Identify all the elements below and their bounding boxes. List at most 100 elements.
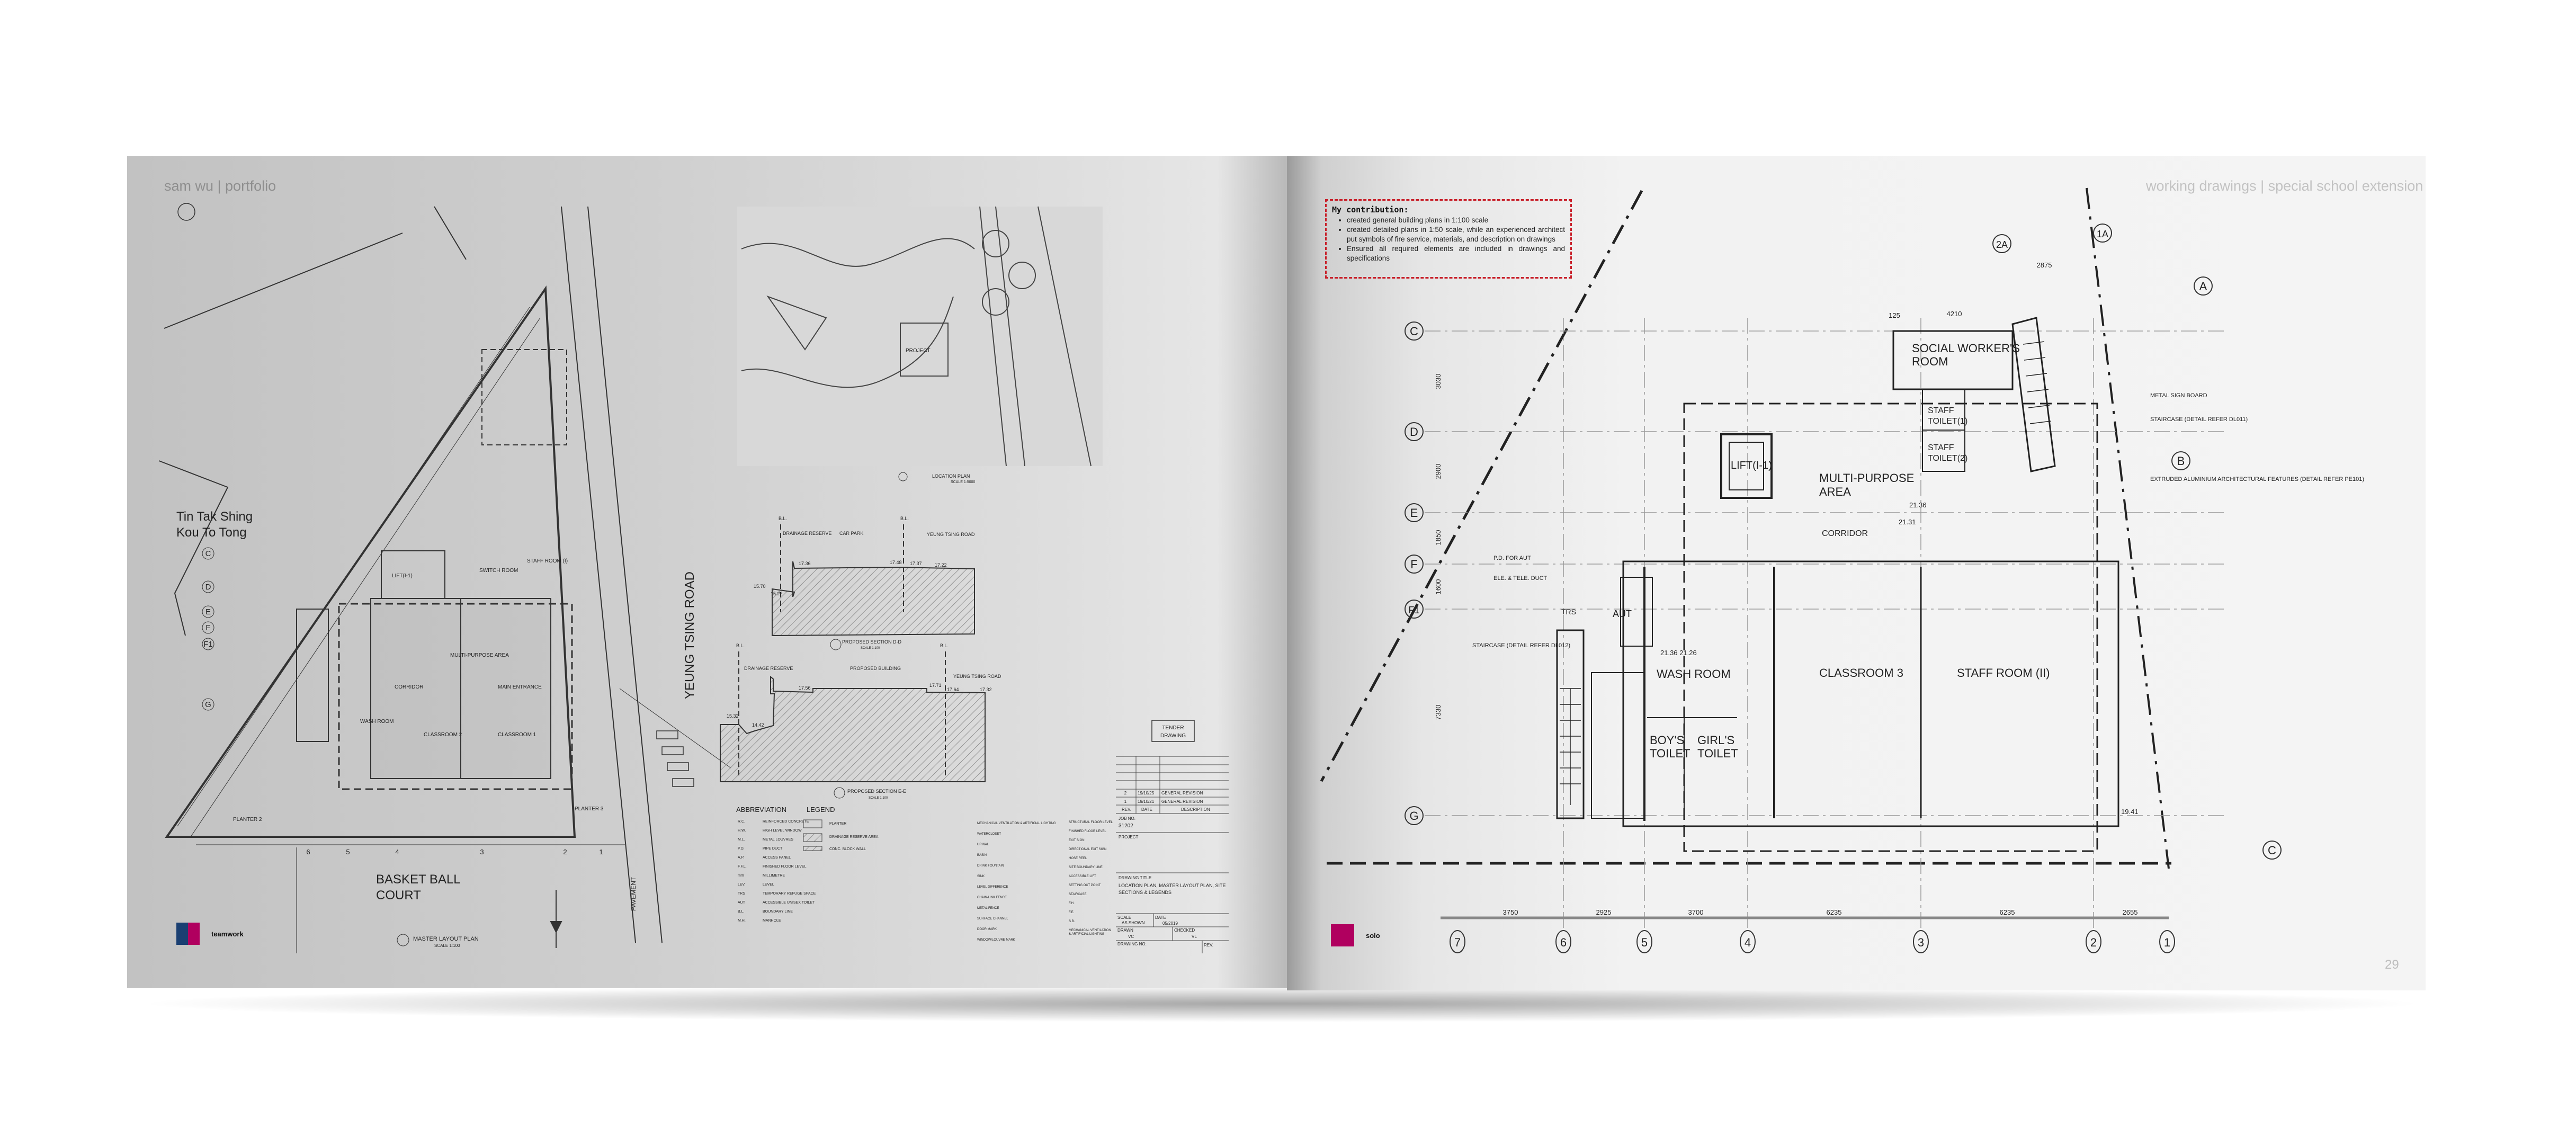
note-label: P.D. FOR AUT bbox=[1493, 555, 1531, 561]
section-label: B.L. bbox=[940, 643, 949, 648]
location-plan: PROJECT LOCATION PLAN SCALE 1:5000 bbox=[737, 206, 1103, 484]
level-label: 21.36 21.26 bbox=[1660, 649, 1697, 657]
section-title: PROPOSED SECTION E-E bbox=[847, 789, 906, 794]
legend-text: TEMPORARY REFUGE SPACE bbox=[763, 892, 816, 896]
rev-label: REV. bbox=[1204, 943, 1213, 948]
room-label: WASH ROOM bbox=[360, 719, 394, 725]
grid-col-label: 2A bbox=[1996, 239, 2008, 250]
section-label: B.L. bbox=[900, 516, 909, 521]
section-label: DRAINAGE RESERVE bbox=[744, 666, 793, 671]
project-label: PROJECT bbox=[1119, 835, 1138, 839]
grid-label: E bbox=[205, 607, 211, 616]
section-scale: SCALE 1:100 bbox=[861, 647, 880, 650]
room-label: TOILET bbox=[1697, 747, 1738, 760]
room-label: TOILET bbox=[1650, 747, 1690, 760]
legend-text: SITE BOUNDARY LINE bbox=[1069, 866, 1103, 869]
legend-text: AUT bbox=[738, 901, 746, 905]
project-marker-label: PROJECT bbox=[906, 348, 931, 354]
legend-text: DIRECTIONAL EXIT SIGN bbox=[1069, 848, 1107, 851]
legend-text: BOUNDARY LINE bbox=[763, 910, 793, 914]
legend-text: F.F.L. bbox=[738, 865, 747, 869]
dimension-label: 2875 bbox=[2037, 261, 2052, 269]
legend-text: PIPE DUCT bbox=[763, 847, 783, 851]
dimension-label: 3700 bbox=[1688, 908, 1704, 916]
level-label: 14.42 bbox=[752, 722, 764, 728]
grid-col-label: 7 bbox=[1454, 936, 1461, 949]
teamwork-tag: teamwork bbox=[176, 923, 244, 945]
pavement-label: PAVEMENT bbox=[630, 877, 637, 911]
checked-value: VL bbox=[1192, 934, 1197, 939]
neighbour-label: Kou To Tong bbox=[176, 525, 247, 540]
grid-row-label: C bbox=[2268, 844, 2276, 857]
legend-text: LEVEL bbox=[763, 883, 774, 887]
grid-label: 3 bbox=[480, 848, 484, 856]
room-label: TOILET(2) bbox=[1928, 454, 1967, 463]
legend-text: P.D. bbox=[738, 847, 745, 851]
room-label: TRS bbox=[1561, 607, 1576, 616]
room-label: LIFT(I-1) bbox=[1731, 460, 1772, 471]
rev-date: 19/10/25 bbox=[1138, 791, 1155, 796]
grid-label: C bbox=[205, 549, 211, 558]
dimension-label: 1600 bbox=[1434, 579, 1442, 595]
rev-header: REV. bbox=[1122, 807, 1131, 812]
dimension-label: 125 bbox=[1889, 311, 1900, 319]
room-label: MULTI-PURPOSE AREA bbox=[450, 653, 509, 658]
teamwork-swatch bbox=[176, 923, 200, 945]
legend-text: SETTING OUT POINT bbox=[1069, 884, 1101, 887]
section-label: YEUNG TSING ROAD bbox=[953, 674, 1001, 679]
legend-text: ACCESS PANEL bbox=[763, 856, 791, 860]
note-label: ELE. & TELE. DUCT bbox=[1493, 575, 1548, 582]
room-label: CLASSROOM 1 bbox=[498, 732, 536, 738]
solo-tag: solo bbox=[1331, 924, 1380, 946]
legend-text: MECHANICAL VENTILATION & ARTIFICIAL LIGH… bbox=[1069, 929, 1111, 936]
abbreviation-title: ABBREVIATION bbox=[736, 806, 786, 814]
legend-text: SINK bbox=[977, 875, 985, 878]
rev-number: 2 bbox=[1124, 791, 1127, 796]
dimension-label: 3030 bbox=[1434, 374, 1442, 389]
dimension-label: 2925 bbox=[1596, 908, 1612, 916]
neighbour-label: Tin Tak Shing bbox=[176, 510, 253, 524]
room-label: MULTI-PURPOSE bbox=[1819, 471, 1914, 485]
grid-row-label: G bbox=[1409, 809, 1418, 823]
level-label: 17.36 bbox=[799, 561, 811, 566]
legend-text: ACCESSIBLE UNISEX TOILET bbox=[763, 901, 815, 905]
legend-text: MECHANICAL VENTILATION & ARTIFICIAL LIGH… bbox=[977, 822, 1056, 825]
legend-text: F.H. bbox=[1069, 902, 1075, 905]
section-label: CAR PARK bbox=[839, 531, 863, 536]
dimension-label: 1850 bbox=[1434, 530, 1442, 546]
level-label: 15.32 bbox=[727, 713, 739, 719]
note-label: STAIRCASE (DETAIL REFER DL011) bbox=[2150, 416, 2248, 423]
dimension-label: 7330 bbox=[1434, 705, 1442, 720]
legend-text: MANHOLE bbox=[763, 919, 781, 923]
section-title: PROPOSED SECTION D-D bbox=[842, 639, 902, 645]
room-labels: SOCIAL WORKER'S ROOM MULTI-PURPOSE AREA … bbox=[1561, 342, 2050, 760]
legend-text: S.B. bbox=[1069, 920, 1075, 923]
room-label: STAFF bbox=[1928, 443, 1954, 452]
legend-text: LEVEL DIFFERENCE bbox=[977, 886, 1008, 889]
abbreviation-table: ABBREVIATION R.C.REINFORCED CONCRETEH.W.… bbox=[736, 806, 816, 923]
contribution-box: My contribution: created general buildin… bbox=[1325, 199, 1572, 279]
section-label: B.L. bbox=[736, 643, 745, 648]
location-plan-title: LOCATION PLAN bbox=[932, 473, 970, 479]
room-label: MAIN ENTRANCE bbox=[498, 684, 542, 690]
legend-text: M.H. bbox=[738, 919, 746, 923]
legend-item: PLANTER bbox=[829, 822, 846, 826]
job-no-label: JOB NO. bbox=[1119, 816, 1135, 821]
checked-label: CHECKED bbox=[1174, 928, 1195, 933]
drawing-title: LOCATION PLAN, MASTER LAYOUT PLAN, SITE bbox=[1119, 883, 1226, 888]
room-label: CORRIDOR bbox=[1822, 529, 1868, 538]
grid-row-label: A bbox=[2199, 280, 2207, 293]
legend-title: LEGEND bbox=[807, 806, 835, 814]
legend-text: REINFORCED CONCRETE bbox=[763, 820, 809, 824]
dimension-label: 2900 bbox=[1434, 464, 1442, 479]
room-label: PLANTER 2 bbox=[233, 817, 262, 823]
legend-text: URINAL bbox=[977, 843, 989, 846]
teamwork-label: teamwork bbox=[211, 930, 244, 938]
drawing-no-label: DRAWING NO. bbox=[1117, 942, 1147, 946]
room-label: LIFT(I-1) bbox=[392, 573, 413, 579]
drawn-value: VC bbox=[1128, 934, 1134, 939]
section-label: DRAINAGE RESERVE bbox=[783, 531, 831, 536]
level-label: 17.22 bbox=[935, 562, 947, 568]
grid-row-label: B bbox=[2177, 454, 2185, 468]
dimension-label: 6235 bbox=[1827, 908, 1842, 916]
